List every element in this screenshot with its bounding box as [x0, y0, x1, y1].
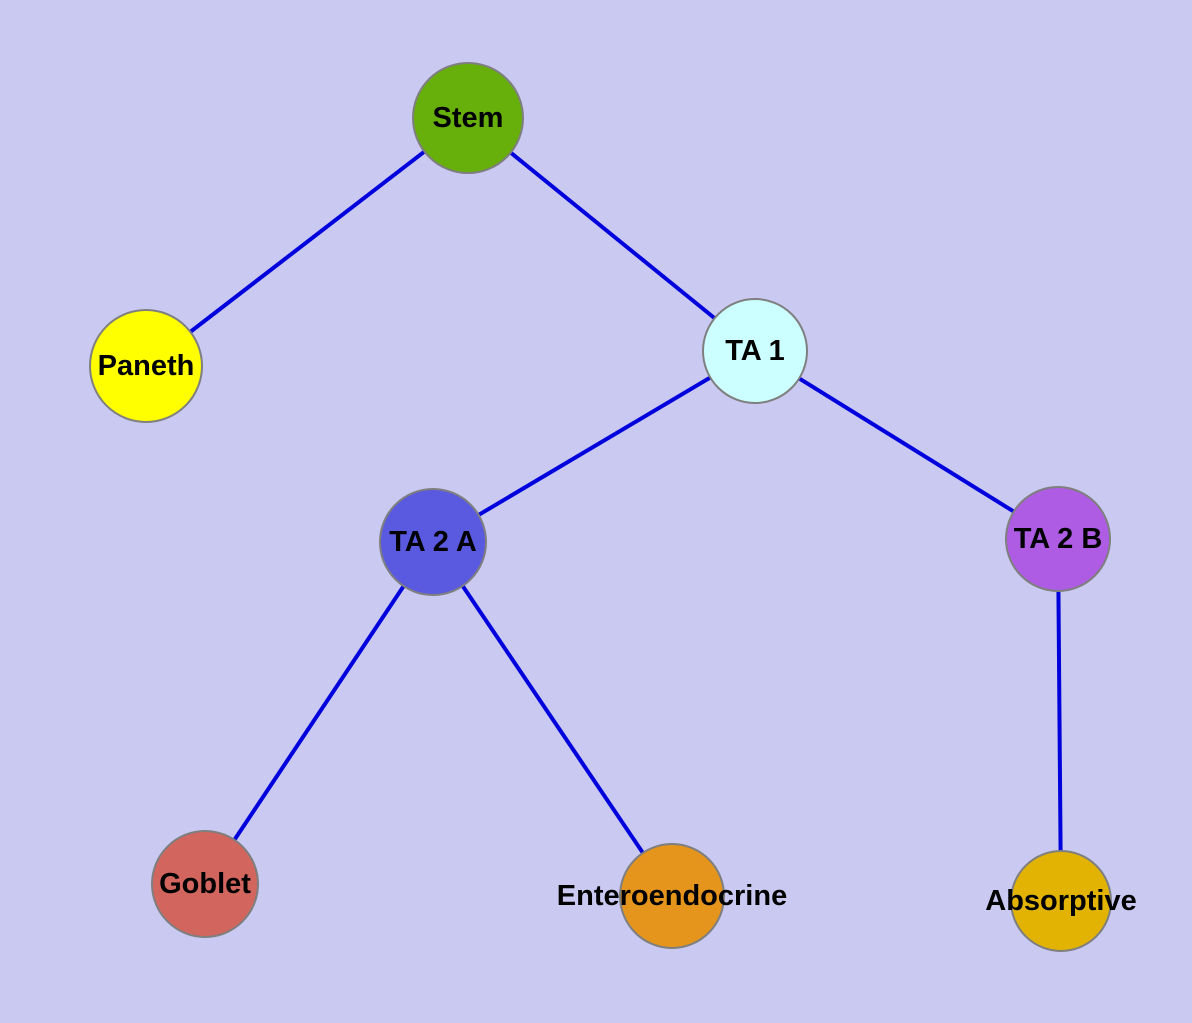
edge-ta2a-enteroendocrine [431, 540, 674, 898]
stem-label: Stem [433, 102, 504, 134]
ta1-label: TA 1 [725, 335, 785, 367]
node-ta1[interactable]: TA 1 [702, 298, 808, 404]
node-stem[interactable]: Stem [412, 62, 524, 174]
absorptive-circle[interactable] [1010, 850, 1112, 952]
goblet-circle[interactable] [151, 830, 259, 938]
edge-ta1-ta2b [753, 349, 1060, 541]
ta2a-circle[interactable] [379, 488, 487, 596]
edge-ta2a-goblet [203, 540, 435, 886]
paneth-circle[interactable] [89, 309, 203, 423]
edge-ta1-ta2a [431, 349, 757, 544]
paneth-label: Paneth [98, 350, 195, 382]
enteroendocrine-label: Enteroendocrine [557, 880, 787, 912]
node-ta2b[interactable]: TA 2 B [1005, 486, 1111, 592]
node-ta2a[interactable]: TA 2 A [379, 488, 487, 596]
node-enteroendocrine[interactable]: Enteroendocrine [557, 843, 787, 949]
enteroendocrine-circle[interactable] [619, 843, 725, 949]
ta2a-label: TA 2 A [389, 526, 477, 558]
edge-stem-paneth [144, 116, 470, 368]
node-goblet[interactable]: Goblet [151, 830, 259, 938]
node-absorptive[interactable]: Absorptive [985, 850, 1137, 952]
goblet-label: Goblet [159, 868, 251, 900]
edge-stem-ta1 [466, 116, 757, 353]
ta2b-label: TA 2 B [1014, 523, 1103, 555]
ta2b-circle[interactable] [1005, 486, 1111, 592]
ta1-circle[interactable] [702, 298, 808, 404]
stem-circle[interactable] [412, 62, 524, 174]
node-paneth[interactable]: Paneth [89, 309, 203, 423]
edge-layer [144, 116, 1063, 902]
absorptive-label: Absorptive [985, 885, 1136, 917]
edge-ta2b-absorptive [1056, 538, 1063, 902]
